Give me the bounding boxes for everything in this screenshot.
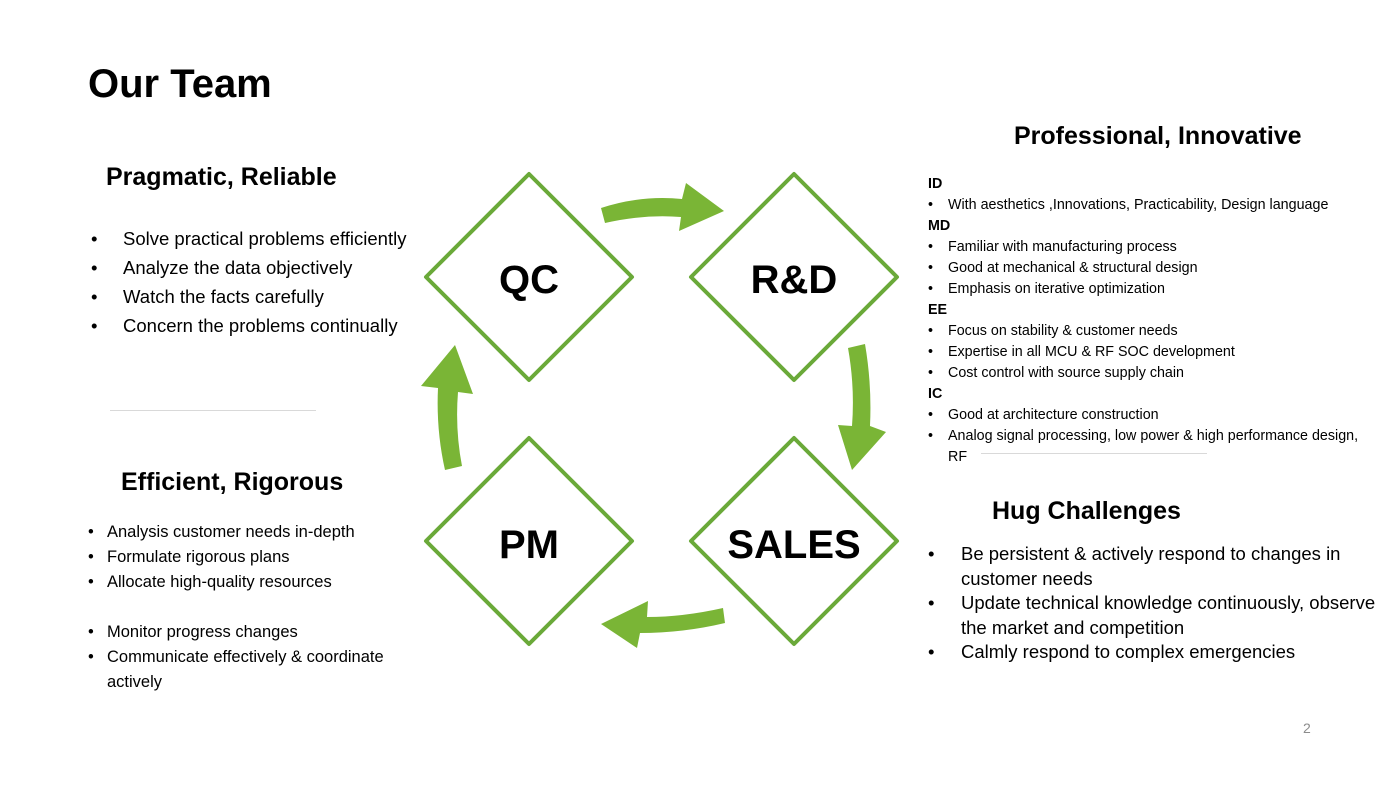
list-item: Analyze the data objectively xyxy=(91,253,406,282)
role-qc-label: QC xyxy=(499,258,559,302)
list-item: With aesthetics ,Innovations, Practicabi… xyxy=(928,195,1380,216)
arrow-pm-to-qc-icon xyxy=(421,345,473,470)
divider xyxy=(110,410,316,411)
rd-diamond xyxy=(689,172,899,382)
list-item: Good at architecture construction xyxy=(928,405,1380,426)
list-item: Focus on stability & customer needs xyxy=(928,321,1380,342)
list-item: Emphasis on iterative optimization xyxy=(928,279,1380,300)
arrow-sales-to-pm-icon xyxy=(601,601,725,648)
group-md-label: MD xyxy=(928,218,951,234)
page-number: 2 xyxy=(1303,720,1311,736)
efficient-heading: Efficient, Rigorous xyxy=(121,468,344,496)
sales-diamond xyxy=(689,436,899,646)
list-item: Good at mechanical & structural design xyxy=(928,258,1380,279)
role-rd-label: R&D xyxy=(751,258,838,302)
qc-diamond xyxy=(424,172,634,382)
list-item: Expertise in all MCU & RF SOC developmen… xyxy=(928,342,1380,363)
list-item: Analysis customer needs in-depth xyxy=(88,520,428,545)
role-sales-label: SALES xyxy=(727,523,860,567)
professional-heading: Professional, Innovative xyxy=(1014,122,1302,150)
list-item: Solve practical problems efficiently xyxy=(91,224,406,253)
list-item: Formulate rigorous plans xyxy=(88,545,428,570)
challenges-heading: Hug Challenges xyxy=(992,497,1181,525)
list-item: Analog signal processing, low power & hi… xyxy=(928,426,1380,468)
list-item: Communicate effectively & coordinate act… xyxy=(88,645,428,695)
group-id-label: ID xyxy=(928,176,943,192)
arrow-rd-to-sales-icon xyxy=(838,344,886,470)
list-item: Watch the facts carefully xyxy=(91,282,406,311)
list-item: Familiar with manufacturing process xyxy=(928,237,1380,258)
efficient-list: Analysis customer needs in-depth Formula… xyxy=(88,520,428,695)
challenges-list: Be persistent & actively respond to chan… xyxy=(928,542,1388,665)
group-ic-label: IC xyxy=(928,386,943,402)
slide-title: Our Team xyxy=(88,62,272,106)
list-item: Monitor progress changes xyxy=(88,620,428,645)
divider xyxy=(981,453,1207,454)
pm-diamond xyxy=(424,436,634,646)
group-ee-label: EE xyxy=(928,302,948,318)
list-item: Update technical knowledge continuously,… xyxy=(928,591,1388,640)
pragmatic-list: Solve practical problems efficiently Ana… xyxy=(91,224,406,340)
list-item: Calmly respond to complex emergencies xyxy=(928,640,1388,665)
professional-groups: ID With aesthetics ,Innovations, Practic… xyxy=(928,174,1380,468)
pragmatic-heading: Pragmatic, Reliable xyxy=(106,163,337,191)
list-item: Be persistent & actively respond to chan… xyxy=(928,542,1388,591)
role-pm-label: PM xyxy=(499,523,559,567)
list-item: Concern the problems continually xyxy=(91,311,406,340)
list-item: Allocate high-quality resources xyxy=(88,570,428,595)
list-item: Cost control with source supply chain xyxy=(928,363,1380,384)
arrow-qc-to-rd-icon xyxy=(601,183,724,231)
